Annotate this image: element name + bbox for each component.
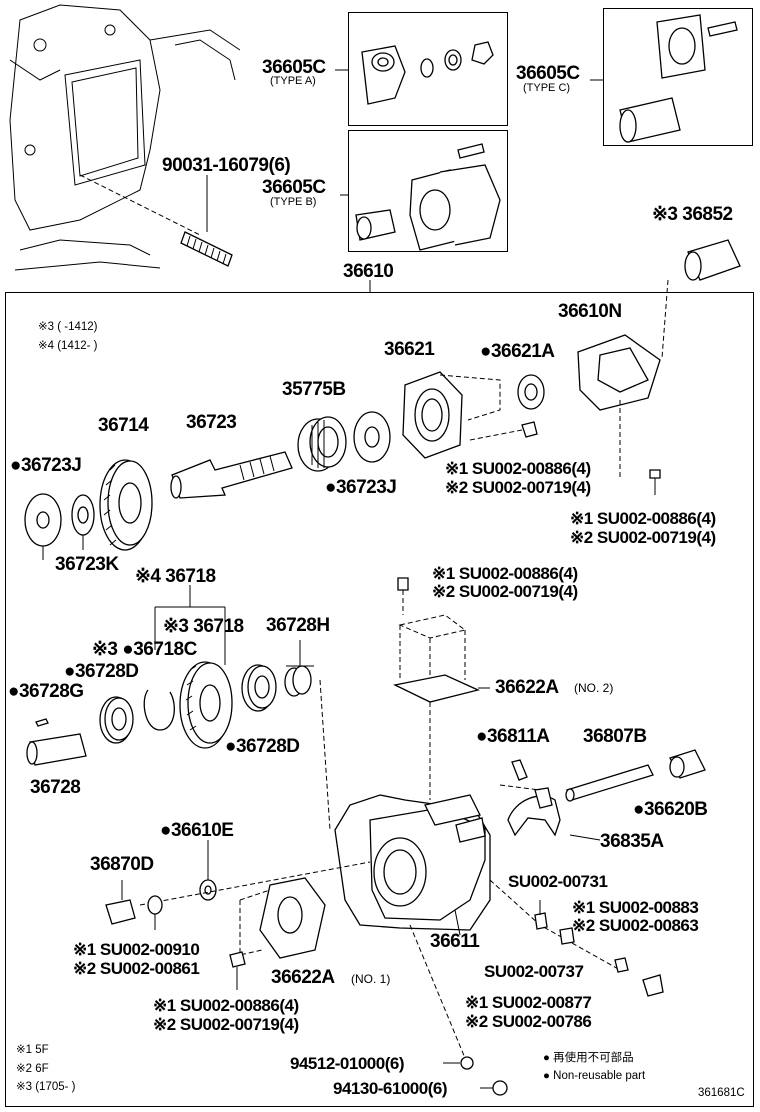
label-36622A-no2: 36622A — [495, 677, 559, 698]
label-36622A-no1: 36622A — [271, 967, 335, 988]
label-36611: 36611 — [430, 931, 480, 952]
label-36605C-c: 36605C — [516, 63, 580, 84]
type-b-parts — [355, 143, 501, 251]
label-su886-b: ※1 SU002-00886(4) — [570, 509, 716, 528]
note-range-3: ※3 ( -1412) — [38, 321, 98, 333]
part-36870D — [105, 899, 136, 925]
label-94130: 94130-61000(6) — [333, 1079, 447, 1098]
part-36622A-no2 — [392, 674, 480, 703]
stud-bolt — [180, 231, 233, 267]
label-36621: 36621 — [384, 339, 435, 360]
label-36723K: 36723K — [55, 554, 119, 575]
label-su719-a: ※2 SU002-00719(4) — [445, 478, 591, 497]
part-36611-case — [334, 794, 491, 931]
label-36610: 36610 — [343, 261, 394, 282]
label-36621A: ●36621A — [480, 341, 555, 362]
part-35775B — [297, 416, 347, 472]
part-36718-gear — [179, 661, 233, 749]
label-su877: ※1 SU002-00877 — [465, 993, 592, 1012]
label-36723: 36723 — [186, 412, 237, 433]
assembly-36610-box — [5, 292, 754, 1107]
part-36852 — [684, 239, 741, 281]
label-36852: ※3 36852 — [652, 204, 733, 225]
label-36718C: ※3 ●36718C — [92, 639, 197, 660]
label-no1: (NO. 1) — [351, 972, 391, 986]
label-su786: ※2 SU002-00786 — [465, 1012, 592, 1031]
label-no2: (NO. 2) — [574, 681, 614, 695]
transmission-case-sketch — [9, 4, 241, 271]
label-su719-b: ※2 SU002-00719(4) — [570, 528, 716, 547]
label-36807B: 36807B — [583, 726, 647, 747]
label-su731: SU002-00731 — [508, 872, 608, 891]
part-36621 — [402, 371, 463, 459]
label-36728: 36728 — [30, 777, 81, 798]
label-su910: ※1 SU002-00910 — [73, 940, 200, 959]
label-36605C-a: 36605C — [262, 57, 326, 78]
label-type-a: (TYPE A) — [270, 75, 316, 87]
type-c-box — [603, 8, 753, 146]
type-c-parts — [619, 14, 738, 143]
label-36811A: ●36811A — [476, 726, 550, 747]
label-36870D: 36870D — [90, 854, 154, 875]
label-94512: 94512-01000(6) — [290, 1054, 404, 1073]
label-su883: ※1 SU002-00883 — [572, 898, 699, 917]
label-su719-d: ※2 SU002-00719(4) — [153, 1015, 299, 1034]
label-su737: SU002-00737 — [484, 962, 584, 981]
type-a-parts — [361, 41, 494, 105]
note-f3: ※3 (1705- ) — [16, 1081, 76, 1093]
label-type-c: (TYPE C) — [523, 82, 571, 94]
label-36728D-bot: ●36728D — [225, 736, 300, 757]
label-36835A: 36835A — [600, 831, 664, 852]
label-36610N: 36610N — [558, 301, 622, 322]
label-36728G: ●36728G — [8, 681, 84, 702]
label-36723J-left: ●36723J — [10, 455, 82, 476]
label-su886-c: ※1 SU002-00886(4) — [432, 564, 578, 583]
snap-ring — [143, 689, 175, 731]
part-36714-gear — [99, 459, 153, 551]
diagram-id: 361681C — [698, 1087, 745, 1099]
label-36610E: ●36610E — [160, 820, 234, 841]
label-36714: 36714 — [98, 415, 149, 436]
label-36605C-b: 36605C — [262, 177, 326, 198]
label-36620B: ●36620B — [633, 799, 708, 820]
note-f1: ※1 5F — [16, 1044, 49, 1056]
note-range-4: ※4 (1412- ) — [38, 340, 98, 352]
label-36728D-top: ●36728D — [64, 661, 139, 682]
note-f2: ※2 6F — [16, 1063, 49, 1075]
label-su886-a: ※1 SU002-00886(4) — [445, 459, 591, 478]
label-36718-3: ※3 36718 — [163, 616, 244, 637]
label-type-b: (TYPE B) — [270, 196, 317, 208]
type-b-box — [348, 130, 508, 252]
part-36723 — [170, 451, 293, 499]
legend-en: ● Non-reusable part — [543, 1070, 646, 1082]
label-36728H: 36728H — [266, 615, 330, 636]
label-90031: 90031-16079(6) — [162, 155, 291, 176]
label-36723J-right: ●36723J — [325, 477, 397, 498]
label-su886-d: ※1 SU002-00886(4) — [153, 996, 299, 1015]
label-36718-4: ※4 36718 — [135, 566, 216, 587]
label-35775B: 35775B — [282, 379, 346, 400]
label-su861: ※2 SU002-00861 — [73, 959, 200, 978]
type-a-box — [348, 12, 508, 126]
label-su863: ※2 SU002-00863 — [572, 916, 699, 935]
part-36610N — [577, 334, 661, 411]
label-su719-c: ※2 SU002-00719(4) — [432, 582, 578, 601]
legend-jp: ● 再使用不可部品 — [543, 1052, 634, 1064]
